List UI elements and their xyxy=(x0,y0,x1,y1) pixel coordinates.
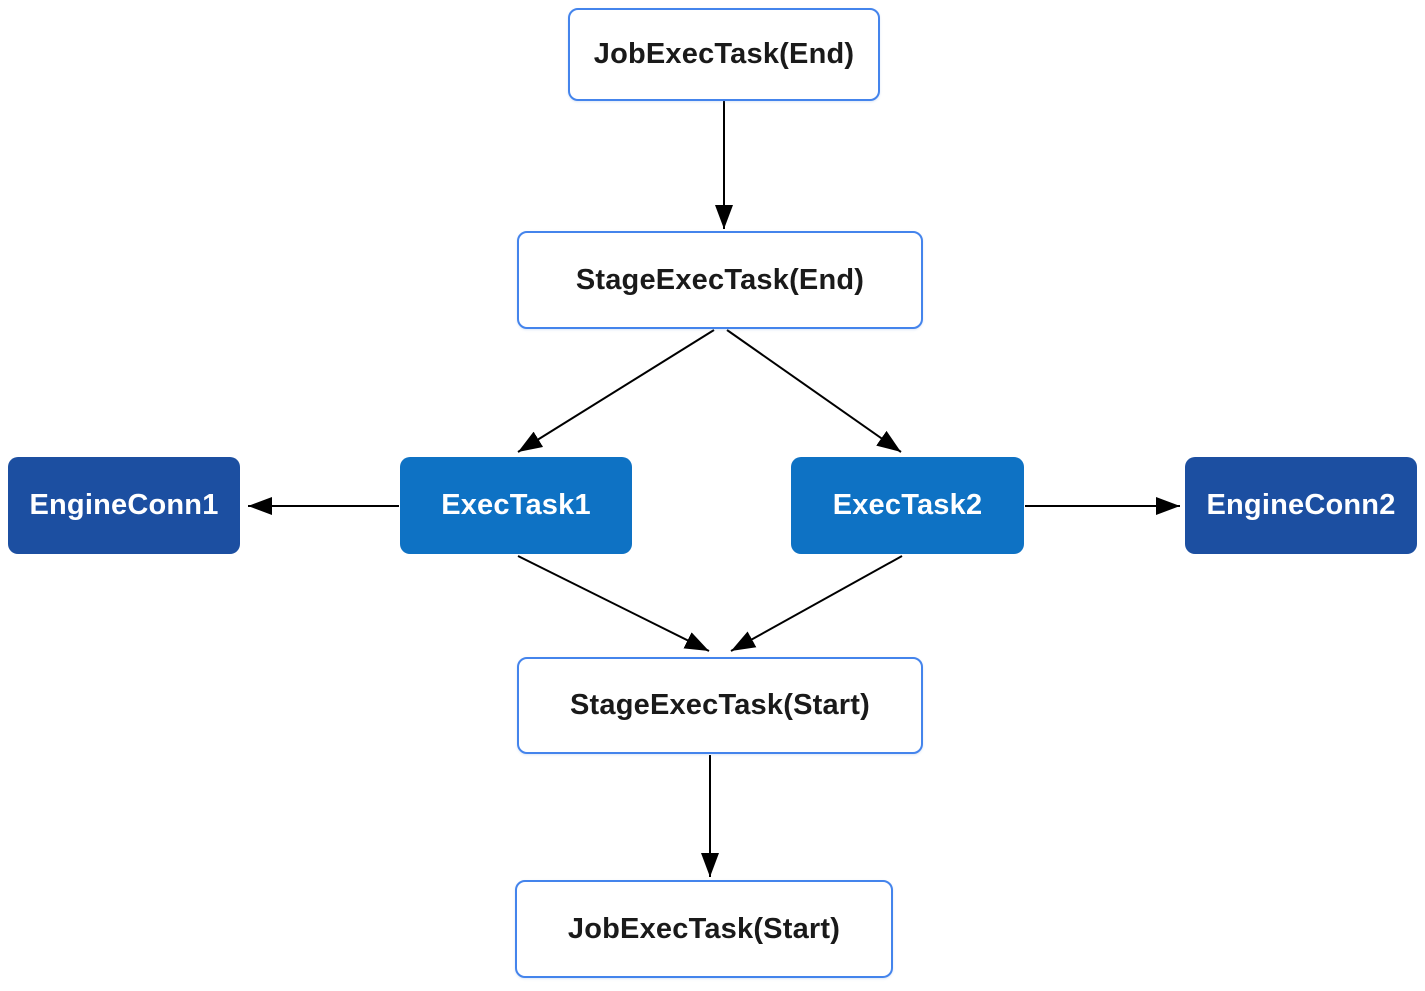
edge-stageend-to-exectask1 xyxy=(517,329,715,453)
node-exec-task-2[interactable]: ExecTask2 xyxy=(791,457,1024,554)
node-engine-conn-1[interactable]: EngineConn1 xyxy=(8,457,240,554)
node-exec-task-1[interactable]: ExecTask1 xyxy=(400,457,632,554)
node-label: JobExecTask(Start) xyxy=(567,912,841,945)
edge-exectask1-to-stagestart xyxy=(517,555,710,652)
node-label: StageExecTask(End) xyxy=(575,263,865,296)
node-job-exec-task-start[interactable]: JobExecTask(Start) xyxy=(515,880,893,978)
edge-stageend-to-exectask2 xyxy=(726,329,902,453)
node-label: ExecTask2 xyxy=(832,489,983,521)
node-stage-exec-task-end[interactable]: StageExecTask(End) xyxy=(517,231,923,329)
node-label: EngineConn2 xyxy=(1206,489,1396,521)
node-label: EngineConn1 xyxy=(29,489,219,521)
node-job-exec-task-end[interactable]: JobExecTask(End) xyxy=(568,8,880,101)
node-engine-conn-2[interactable]: EngineConn2 xyxy=(1185,457,1417,554)
node-label: StageExecTask(Start) xyxy=(569,689,871,721)
edge-exectask2-to-stagestart xyxy=(730,555,903,652)
node-label: JobExecTask(End) xyxy=(593,38,855,70)
node-label: ExecTask1 xyxy=(441,489,591,521)
node-stage-exec-task-start[interactable]: StageExecTask(Start) xyxy=(517,657,923,754)
